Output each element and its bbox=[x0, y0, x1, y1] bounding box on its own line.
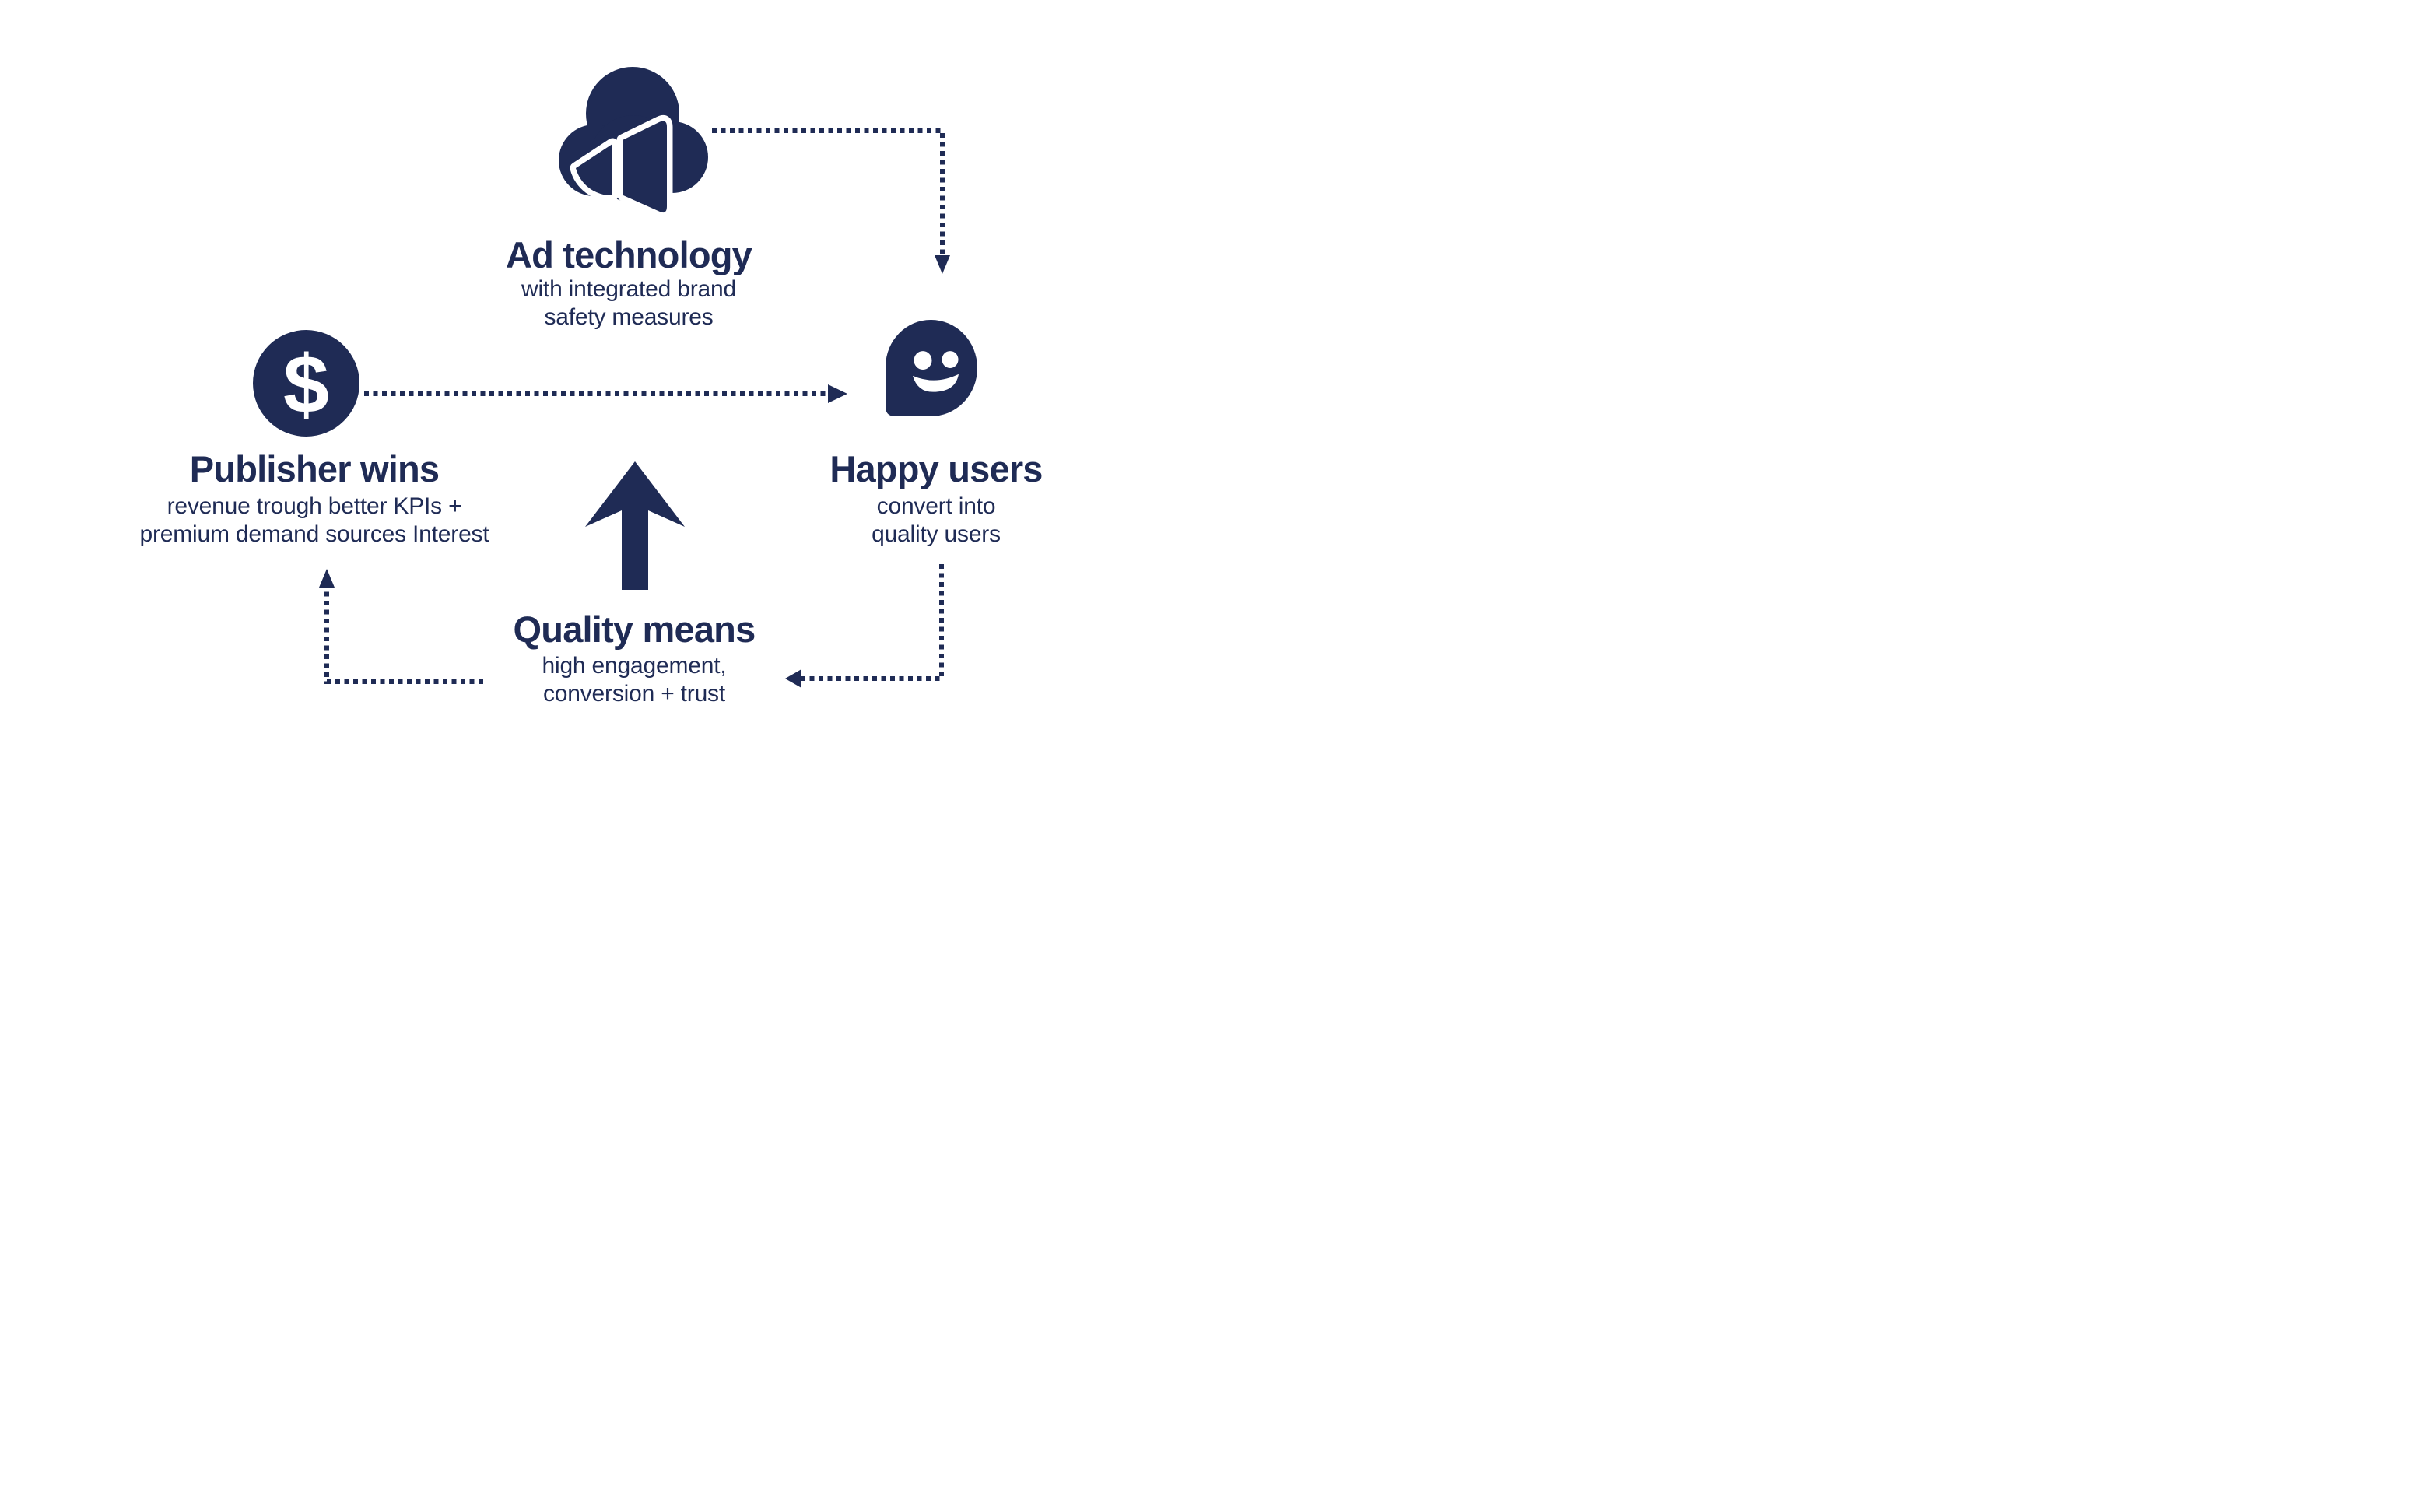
publisher-wins-subtitle-line2: premium demand sources Interest bbox=[139, 521, 489, 547]
connector-happy-users-to-quality-means bbox=[785, 564, 944, 688]
publisher-wins-subtitle: revenue trough better KPIs + premium dem… bbox=[70, 493, 559, 549]
chat-bubble-smiley-icon bbox=[886, 320, 977, 416]
happy-users-subtitle: convert into quality users bbox=[703, 493, 1170, 549]
smiley-mouth bbox=[913, 374, 959, 392]
cloud-megaphone-icon bbox=[559, 67, 708, 219]
arrowhead-down bbox=[935, 255, 950, 274]
ad-technology-subtitle-line1: with integrated brand bbox=[521, 276, 736, 302]
quality-means-title: Quality means bbox=[513, 609, 756, 650]
dollar-coin-icon: $ bbox=[253, 330, 359, 437]
ad-technology-subtitle-line2: safety measures bbox=[544, 304, 714, 330]
arrowhead-up bbox=[319, 569, 335, 588]
publisher-wins-title: Publisher wins bbox=[189, 448, 440, 489]
ad-technology-subtitle: with integrated brand safety measures bbox=[395, 275, 862, 332]
connector-publisher-wins-to-happy-users bbox=[364, 384, 847, 403]
quality-means-subtitle-line2: conversion + trust bbox=[542, 681, 725, 707]
happy-users-subtitle-line1: convert into bbox=[876, 493, 996, 519]
arrowhead-right bbox=[828, 384, 847, 403]
dollar-glyph: $ bbox=[283, 339, 329, 430]
arrowhead-left bbox=[785, 669, 801, 688]
cycle-diagram: Ad technology with integrated brand safe… bbox=[0, 0, 1220, 764]
happy-users-subtitle-line2: quality users bbox=[872, 521, 1001, 547]
up-arrow-icon bbox=[585, 461, 685, 590]
quality-means-subtitle: high engagement, conversion + trust bbox=[401, 652, 868, 708]
connector-quality-means-to-publisher-wins bbox=[319, 569, 483, 684]
ad-technology-title: Ad technology bbox=[506, 234, 752, 275]
connector-ad-technology-to-happy-users bbox=[712, 128, 950, 274]
smiley-right-eye bbox=[942, 351, 959, 368]
quality-means-subtitle-line1: high engagement, bbox=[542, 653, 727, 679]
happy-users-title: Happy users bbox=[829, 448, 1043, 489]
smiley-left-eye bbox=[914, 351, 932, 370]
publisher-wins-subtitle-line1: revenue trough better KPIs + bbox=[167, 493, 462, 519]
